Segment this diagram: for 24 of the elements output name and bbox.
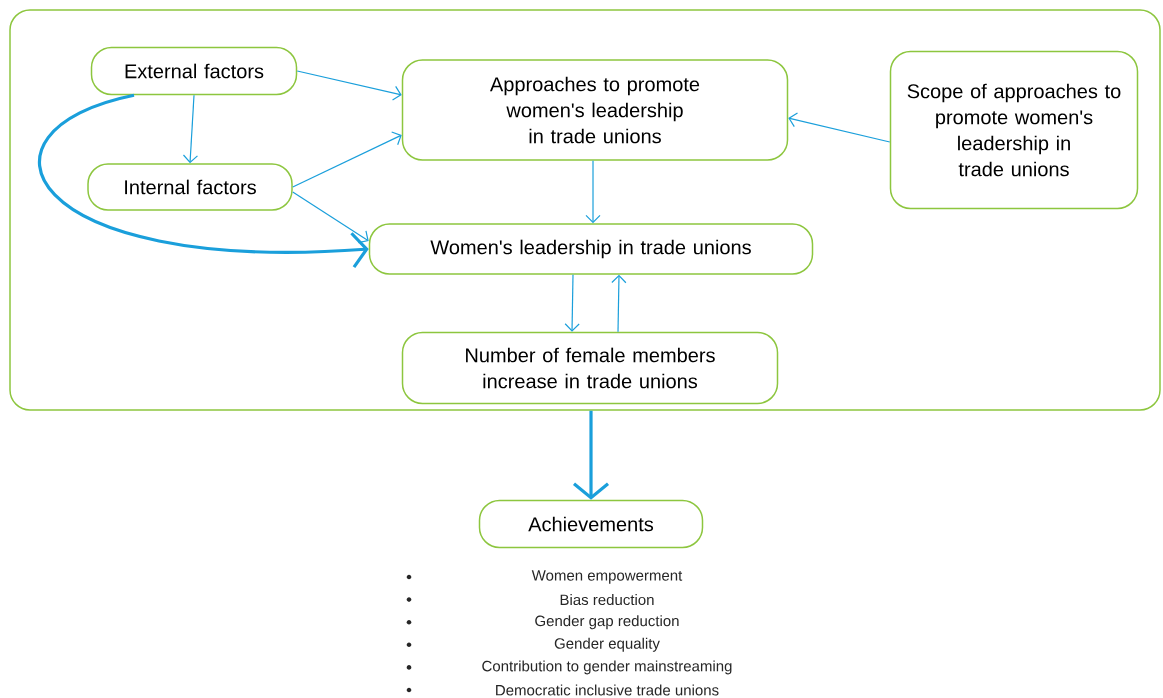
arrow (585, 160, 601, 224)
rounded-box: Scope of approaches to promote women's leadership in trade unions (889, 50, 1139, 210)
rounded-box: Number of female members increase in trade unions (401, 331, 779, 405)
rounded-box: Women's leadership in trade unions (368, 223, 814, 275)
arrow (611, 274, 627, 333)
rounded-box: External factors (90, 46, 298, 96)
arrow (182, 94, 199, 164)
list-item: Bias reduction (560, 594, 654, 606)
arrow (788, 112, 891, 143)
list-item: Gender gap reduction (535, 615, 679, 630)
frame (9, 9, 1161, 411)
arrow (292, 131, 402, 188)
arrow (564, 274, 580, 332)
arrow (38, 93, 369, 269)
arrow (296, 70, 402, 101)
list-item: Women empowerment (531, 570, 683, 584)
list-item: Contribution to gender mainstreaming (482, 660, 732, 675)
list-item: Gender equality (554, 637, 660, 652)
arrow (573, 410, 609, 500)
rounded-box: Approaches to promote women's leadership in trade unions (401, 59, 789, 161)
rounded-box: Achievements (478, 499, 704, 549)
rounded-box: Internal factors (87, 163, 293, 211)
list-item: Democratic inclusive trade unions (496, 684, 719, 696)
arrow (292, 191, 369, 244)
